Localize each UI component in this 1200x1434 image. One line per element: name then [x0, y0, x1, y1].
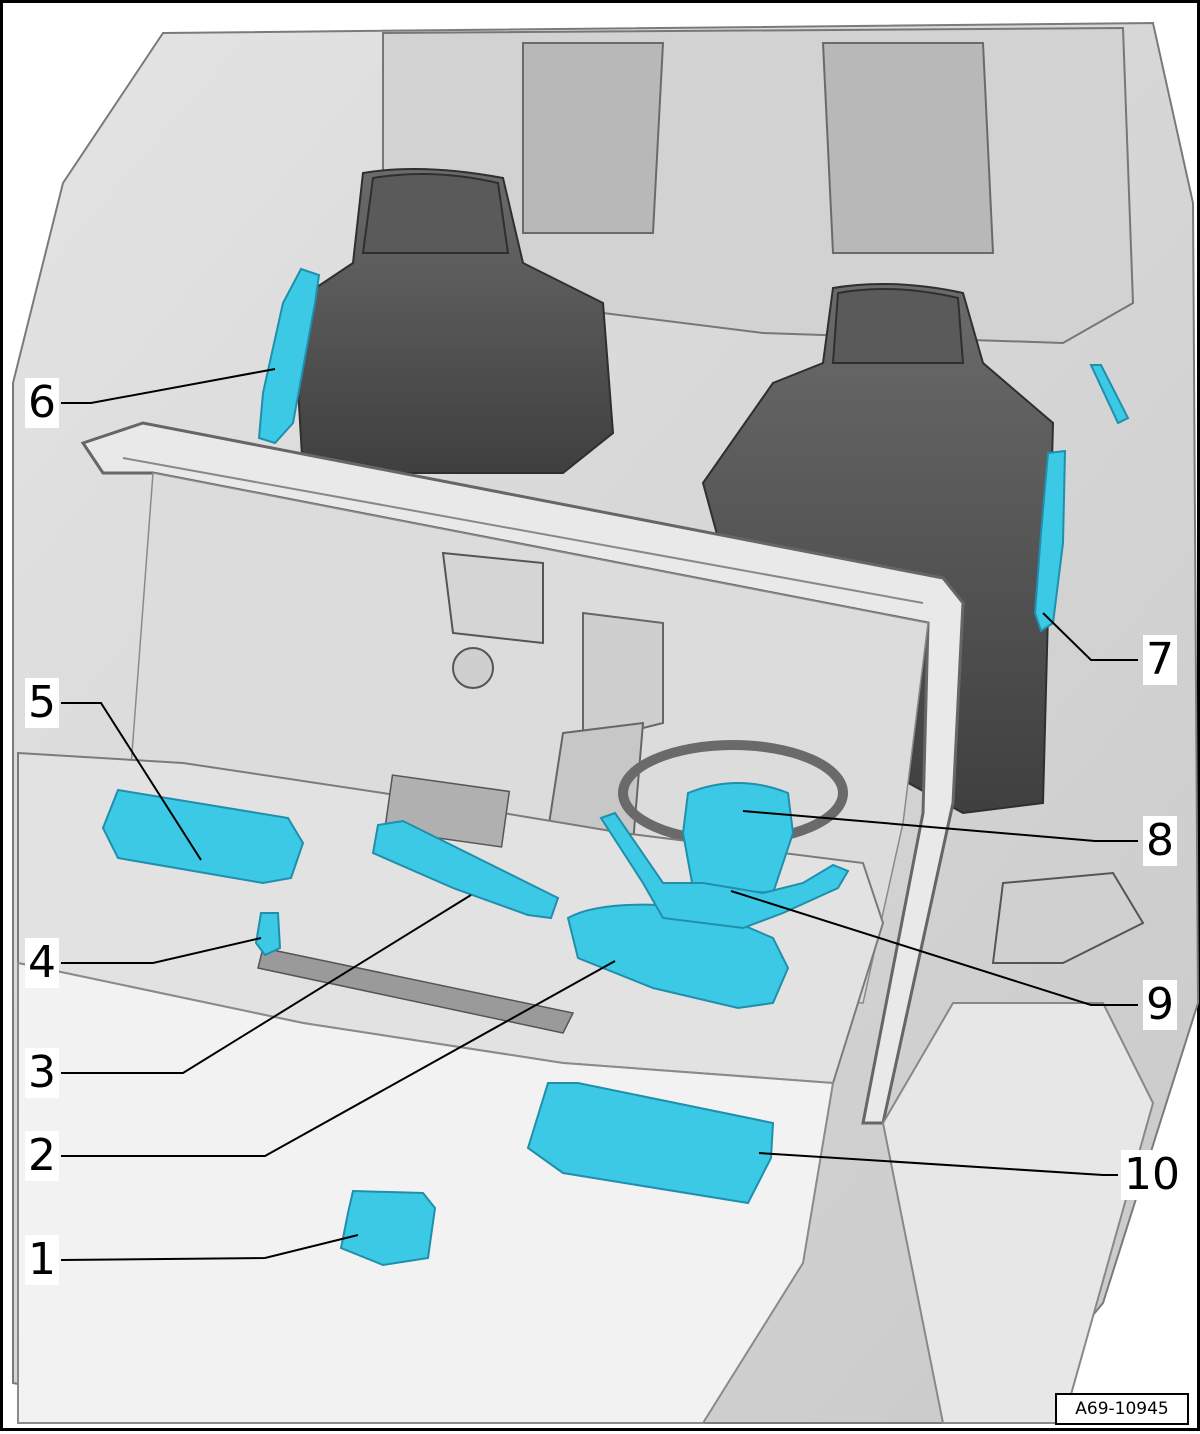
car-body: [12, 21, 1200, 1424]
leader-line-1: [60, 1234, 359, 1261]
component-7-side-airbag-right: [1033, 449, 1067, 633]
component-pillar-strip: [1089, 364, 1130, 425]
leader-line-8: [742, 810, 1138, 842]
highlighted-components: [101, 267, 1130, 1267]
component-10-front-module: [526, 1082, 775, 1205]
component-4-sensor: [254, 912, 282, 957]
callout-4: 4: [25, 938, 59, 988]
leader-line-3: [61, 894, 472, 1074]
component-3-dash-module: [371, 819, 560, 920]
callout-7: 7: [1143, 635, 1177, 685]
callout-10: 10: [1121, 1150, 1183, 1200]
callout-9: 9: [1143, 980, 1177, 1030]
leader-line-10: [758, 1152, 1118, 1176]
figure-reference-code: A69-10945: [1055, 1393, 1189, 1425]
leader-line-6: [61, 368, 276, 404]
leader-lines: [60, 368, 1138, 1261]
component-1-control-unit: [339, 1189, 437, 1267]
callout-8: 8: [1143, 816, 1177, 866]
callout-1: 1: [25, 1235, 59, 1285]
component-5-passenger-airbag: [101, 788, 305, 885]
component-9-column-switch: [599, 811, 850, 930]
callout-6: 6: [25, 378, 59, 428]
leader-line-9: [730, 890, 1138, 1006]
component-6-side-airbag-left: [257, 267, 321, 445]
leader-line-2: [61, 960, 616, 1157]
callout-3: 3: [25, 1048, 59, 1098]
vehicle-illustration: [12, 21, 1200, 1424]
leader-line-7: [1042, 612, 1138, 661]
callout-5: 5: [25, 678, 59, 728]
callout-2: 2: [25, 1131, 59, 1181]
leader-line-5: [61, 702, 202, 861]
leader-line-4: [61, 937, 262, 964]
component-8-steering-airbag: [681, 782, 795, 895]
